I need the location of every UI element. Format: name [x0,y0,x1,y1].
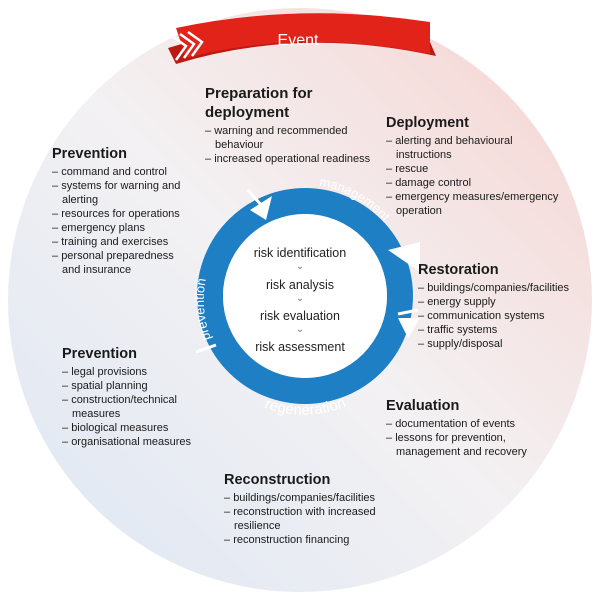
list-item: construction/technical measures [62,393,212,421]
evaluation-title: Evaluation [386,398,460,414]
prevention-top-block: Prevention command and control systems f… [52,146,202,277]
list-item: traffic systems [418,323,593,337]
list-item: rescue [386,162,576,176]
list-item: increased operational readiness [205,152,395,166]
chevron-down-icon: ⌄ [295,293,305,304]
list-item: command and control [52,165,202,179]
list-item: personal preparedness and insurance [52,249,190,277]
evaluation-block: Evaluation documentation of events lesso… [386,398,566,459]
center-disc [223,214,387,378]
event-banner [168,13,436,64]
ring-arrow-management [388,242,420,272]
restoration-block: Restoration buildings/companies/faciliti… [418,262,593,351]
prevention-bottom-title: Prevention [62,346,137,362]
list-item: alerting and behavioural instructions [386,134,536,162]
deployment-title: Deployment [386,115,469,131]
list-item: reconstruction with increased resilience [224,505,399,533]
list-item: documentation of events [386,417,566,431]
center-item-risk-identification: risk identification [253,246,347,260]
list-item: communication systems [418,309,593,323]
reconstruction-title: Reconstruction [224,472,331,488]
list-item: biological measures [62,421,212,435]
ring-arrow-regeneration [398,318,420,338]
list-item: lessons for prevention, management and r… [386,431,556,459]
preparation-block: Preparation for deployment warning and r… [205,84,395,166]
list-item: legal provisions [62,365,212,379]
list-item: systems for warning and alerting [52,179,200,207]
list-item: reconstruction financing [224,533,409,547]
list-item: emergency measures/emergency operation [386,190,586,218]
cycle-ring [197,188,413,404]
list-item: training and exercises [52,235,202,249]
list-item: spatial planning [62,379,212,393]
center-item-risk-assessment: risk assessment [255,340,345,354]
ring-arrow-prevention [250,196,272,220]
list-item: buildings/companies/facilities [418,281,593,295]
chevron-down-icon: ⌄ [295,261,305,272]
deployment-block: Deployment alerting and behavioural inst… [386,115,576,218]
list-item: energy supply [418,295,593,309]
event-label: Event [278,32,319,49]
center-item-risk-analysis: risk analysis [265,278,335,292]
center-item-risk-evaluation: risk evaluation [260,309,340,323]
preparation-title-line2: deployment [205,104,290,121]
list-item: warning and recommended behaviour [205,124,375,152]
list-item: emergency plans [52,221,202,235]
list-item: buildings/companies/facilities [224,491,409,505]
chevron-down-icon: ⌄ [295,324,305,335]
preparation-title-line1: Preparation for [205,85,313,102]
list-item: supply/disposal [418,337,593,351]
prevention-top-title: Prevention [52,146,127,162]
list-item: organisational measures [62,435,212,449]
list-item: resources for operations [52,207,202,221]
reconstruction-block: Reconstruction buildings/companies/facil… [224,472,409,547]
prevention-bottom-block: Prevention legal provisions spatial plan… [62,346,212,449]
list-item: damage control [386,176,576,190]
restoration-title: Restoration [418,262,499,278]
